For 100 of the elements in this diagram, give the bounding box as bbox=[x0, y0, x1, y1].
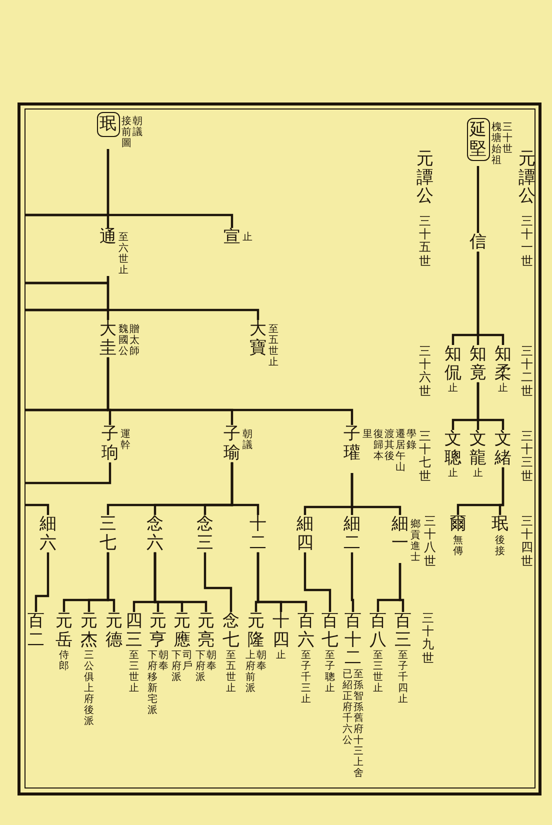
note-text: 止 bbox=[242, 232, 252, 243]
generation-label: 元譚公 bbox=[518, 150, 536, 206]
note-text: 已紹正府千六公 bbox=[342, 669, 352, 748]
note-text: 下府派 bbox=[172, 650, 182, 684]
person-name: 元亨 bbox=[150, 612, 166, 650]
note-text: 至三世止 bbox=[373, 650, 383, 694]
person-name: 百六 bbox=[298, 612, 314, 650]
generation-label: 三十九世 bbox=[422, 612, 434, 665]
person-name: 元亮 bbox=[198, 612, 214, 650]
lineage-line bbox=[204, 552, 232, 612]
note-text: 至三世止 bbox=[129, 650, 139, 694]
lineage-line bbox=[304, 552, 332, 612]
lineage-line bbox=[376, 563, 402, 612]
person-name: 信 bbox=[470, 233, 486, 252]
note-text: 復歸本 bbox=[374, 429, 384, 464]
person-name: 大寶 bbox=[250, 320, 266, 358]
lineage-line bbox=[132, 552, 156, 612]
generation-label: 三十七世 bbox=[419, 430, 431, 483]
person-name: 知侃 bbox=[444, 345, 462, 382]
person-name: 細二 bbox=[344, 515, 360, 552]
note-text: 鄉貢進士 bbox=[410, 519, 420, 563]
note-text: 止 bbox=[473, 468, 483, 480]
person-name: 三七 bbox=[100, 515, 116, 552]
note-text: 接前圖 bbox=[122, 116, 132, 149]
person-name: 十二 bbox=[250, 515, 266, 552]
generation-label: 三十二世 bbox=[521, 345, 533, 398]
note-text: 至子千四止 bbox=[398, 650, 408, 706]
person-name: 元隆 bbox=[248, 612, 264, 650]
lineage-line bbox=[106, 357, 354, 425]
note-text: 遷居午山 bbox=[396, 429, 406, 473]
note-text: 下府派 bbox=[196, 650, 206, 684]
lineage-line bbox=[25, 504, 50, 515]
lineage-line bbox=[106, 276, 260, 320]
person-name: 四三 bbox=[126, 612, 142, 650]
lineage-line bbox=[476, 166, 480, 233]
generation-label: 三十一世 bbox=[521, 215, 533, 268]
note-text: 至五世止 bbox=[268, 324, 278, 368]
generation-label: 元譚公 bbox=[416, 150, 434, 206]
person-name: 念六 bbox=[146, 515, 164, 552]
person-name: 宣 bbox=[224, 228, 240, 247]
note-text: 侍郎 bbox=[59, 650, 69, 672]
person-name: 通 bbox=[100, 228, 116, 247]
boxed-name: 珉 bbox=[96, 112, 120, 137]
person-name: 細四 bbox=[296, 515, 314, 552]
lineage-line bbox=[106, 149, 234, 228]
note-text: 里 bbox=[362, 429, 372, 442]
person-name: 元杰 bbox=[80, 612, 98, 650]
person-name: 珉 bbox=[492, 515, 508, 534]
note-text: 司戶 bbox=[182, 650, 192, 674]
note-text: 無傳 bbox=[453, 534, 463, 557]
note-text: 朝議 bbox=[132, 116, 142, 140]
person-name: 百二 bbox=[28, 612, 44, 650]
person-name: 元應 bbox=[174, 612, 190, 650]
person-name: 子珦 bbox=[102, 425, 118, 462]
person-name: 子瑜 bbox=[224, 425, 240, 462]
person-name: 子瓘 bbox=[344, 425, 360, 462]
note-text: 贈太師 bbox=[130, 324, 140, 357]
note-text: 朝奉 bbox=[158, 650, 168, 674]
person-name: 細六 bbox=[40, 515, 56, 552]
person-name: 念三 bbox=[196, 515, 214, 552]
generation-label: 三十八世 bbox=[424, 515, 436, 568]
person-name: 元岳 bbox=[56, 612, 72, 650]
lineage-line bbox=[62, 552, 110, 612]
note-text: 三十世 bbox=[502, 122, 512, 157]
person-name: 文緒 bbox=[494, 430, 512, 468]
lineage-line bbox=[25, 462, 112, 484]
note-text: 魏國公 bbox=[118, 324, 128, 357]
person-name: 念七 bbox=[222, 612, 240, 650]
lineage-line bbox=[254, 552, 260, 612]
person-name: 百八 bbox=[370, 612, 386, 650]
note-text: 至子千三止 bbox=[301, 650, 311, 706]
person-name: 文聰 bbox=[444, 430, 462, 468]
note-text: 至子聰止 bbox=[325, 650, 335, 694]
generation-label: 三十六世 bbox=[419, 345, 431, 398]
note-text: 至孫智孫舊府十三上舍 bbox=[354, 669, 364, 780]
person-name: 爾 bbox=[450, 515, 466, 534]
generation-label: 三十五世 bbox=[419, 215, 431, 268]
generation-label: 三十四世 bbox=[521, 515, 533, 568]
note-text: 朝議 bbox=[242, 429, 252, 451]
note-text: 止 bbox=[498, 383, 508, 394]
note-text: 朝奉 bbox=[206, 650, 216, 674]
note-text: 渡其後 bbox=[384, 429, 394, 464]
note-text: 至五世止 bbox=[226, 650, 236, 694]
person-name: 大圭 bbox=[100, 320, 116, 358]
boxed-name: 延堅 bbox=[466, 118, 490, 162]
note-text: 至六世止 bbox=[118, 232, 128, 276]
generation-label: 三十三世 bbox=[521, 430, 533, 483]
lineage-line bbox=[350, 552, 354, 612]
lineage-line bbox=[304, 473, 354, 515]
person-name: 細一 bbox=[392, 515, 408, 552]
person-name: 文龍 bbox=[470, 430, 486, 468]
note-text: 止 bbox=[448, 383, 458, 394]
note-text: 槐塘始祖 bbox=[492, 122, 502, 166]
person-name: 百七 bbox=[322, 612, 338, 650]
person-name: 元德 bbox=[106, 612, 122, 650]
note-text: 下府移新宅派 bbox=[148, 650, 158, 716]
note-text: 上府前派 bbox=[246, 650, 256, 694]
note-text: 朝奉 bbox=[256, 650, 266, 674]
note-text: 後接 bbox=[495, 534, 505, 557]
person-name: 十四 bbox=[272, 612, 290, 650]
